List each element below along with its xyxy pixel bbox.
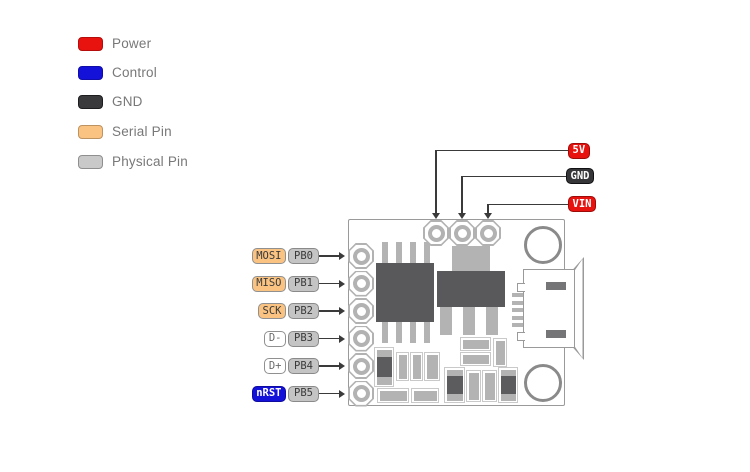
pin-function-label: MISO xyxy=(251,275,286,292)
pin-pad-pb5 xyxy=(348,380,374,407)
usb-contact xyxy=(546,330,566,338)
pin-callout-pb2: SCK PB2 xyxy=(250,303,319,319)
legend-item-serial: Serial Pin xyxy=(78,124,172,139)
power-label-vin: VIN xyxy=(568,196,596,212)
arrow-icon xyxy=(339,334,345,343)
regulator-leg xyxy=(486,306,498,335)
arrow-icon xyxy=(339,279,345,288)
regulator-leg xyxy=(440,306,452,335)
ic-chip xyxy=(376,263,434,322)
usb-pin xyxy=(512,308,523,312)
chip-leg xyxy=(410,242,416,264)
usb-pin xyxy=(512,323,523,327)
pin-callout-pb0: MOSI PB0 xyxy=(250,248,319,264)
control-swatch-icon xyxy=(78,65,103,80)
chip-leg xyxy=(382,321,388,343)
resistor xyxy=(466,370,481,402)
capacitor xyxy=(374,347,394,387)
resistor xyxy=(460,337,491,351)
chip-leg xyxy=(424,242,430,264)
usb-pin xyxy=(512,293,523,297)
resistor xyxy=(493,338,507,367)
pin-callout-pb5: nRST PB5 xyxy=(250,385,319,402)
pin-callout-pb4: D+ PB4 xyxy=(250,358,319,374)
usb-pin xyxy=(512,300,523,305)
pin-pad-gnd xyxy=(449,220,475,246)
pin-pad-pb2 xyxy=(348,298,374,324)
pin-pad-pb1 xyxy=(348,270,374,297)
power-label-5v: 5V xyxy=(568,142,590,159)
pin-physical-label: PB3 xyxy=(288,330,319,347)
legend-label: Power xyxy=(112,36,152,51)
resistor xyxy=(482,370,497,402)
pin-pad-vin xyxy=(475,220,501,246)
pin-function-label: MOSI xyxy=(251,248,286,264)
legend-label: Control xyxy=(112,65,157,80)
chip-leg xyxy=(424,321,430,343)
regulator-leg xyxy=(463,306,475,335)
gnd-swatch-icon xyxy=(78,94,103,109)
pin-pad-pb0 xyxy=(348,243,374,269)
resistor xyxy=(424,352,440,381)
arrow-icon xyxy=(432,212,440,219)
pin-callout-pb3: D- PB3 xyxy=(250,330,319,347)
legend-item-gnd: GND xyxy=(78,94,143,109)
legend-item-control: Control xyxy=(78,65,157,80)
pin-physical-label: PB4 xyxy=(288,358,319,374)
pin-pad-5v xyxy=(423,220,449,246)
pin-pad-pb3 xyxy=(348,325,374,352)
legend-label: Physical Pin xyxy=(112,154,188,169)
pin-callout-pb1: MISO PB1 xyxy=(250,275,319,292)
chip-leg xyxy=(396,242,402,264)
legend-item-physical: Physical Pin xyxy=(78,154,188,169)
capacitor xyxy=(498,367,518,403)
legend-label: Serial Pin xyxy=(112,124,172,139)
chip-leg xyxy=(396,321,402,343)
pin-function-label: SCK xyxy=(258,303,286,319)
chip-leg xyxy=(382,242,388,264)
pin-physical-label: PB1 xyxy=(288,275,319,292)
mounting-hole-icon xyxy=(524,364,562,402)
voltage-regulator xyxy=(437,271,505,307)
pin-physical-label: PB5 xyxy=(288,385,319,402)
resistor xyxy=(460,352,491,366)
pin-physical-label: PB0 xyxy=(288,248,319,264)
pin-function-label: nRST xyxy=(251,385,286,402)
usb-contact xyxy=(546,282,566,290)
regulator-tab xyxy=(452,246,490,272)
usb-pin xyxy=(512,315,523,320)
arrow-icon xyxy=(458,212,466,219)
power-label-gnd: GND xyxy=(566,168,594,184)
chip-leg xyxy=(410,321,416,343)
legend-item-power: Power xyxy=(78,36,151,51)
resistor xyxy=(396,352,409,381)
pin-pad-pb4 xyxy=(348,353,374,379)
arrow-icon xyxy=(339,252,345,260)
arrow-icon xyxy=(339,389,345,398)
pin-physical-label: PB2 xyxy=(288,303,319,319)
resistor xyxy=(411,388,439,403)
physical-swatch-icon xyxy=(78,154,103,169)
pin-function-label: D- xyxy=(264,330,286,347)
capacitor xyxy=(444,367,465,403)
arrow-icon xyxy=(339,307,345,315)
arrow-icon xyxy=(339,362,345,370)
arrow-icon xyxy=(484,212,492,219)
legend-label: GND xyxy=(112,94,143,109)
resistor xyxy=(410,352,423,381)
serial-swatch-icon xyxy=(78,124,103,139)
power-swatch-icon xyxy=(78,36,103,51)
mounting-hole-icon xyxy=(524,226,562,264)
resistor xyxy=(377,388,409,403)
pin-function-label: D+ xyxy=(264,358,286,374)
